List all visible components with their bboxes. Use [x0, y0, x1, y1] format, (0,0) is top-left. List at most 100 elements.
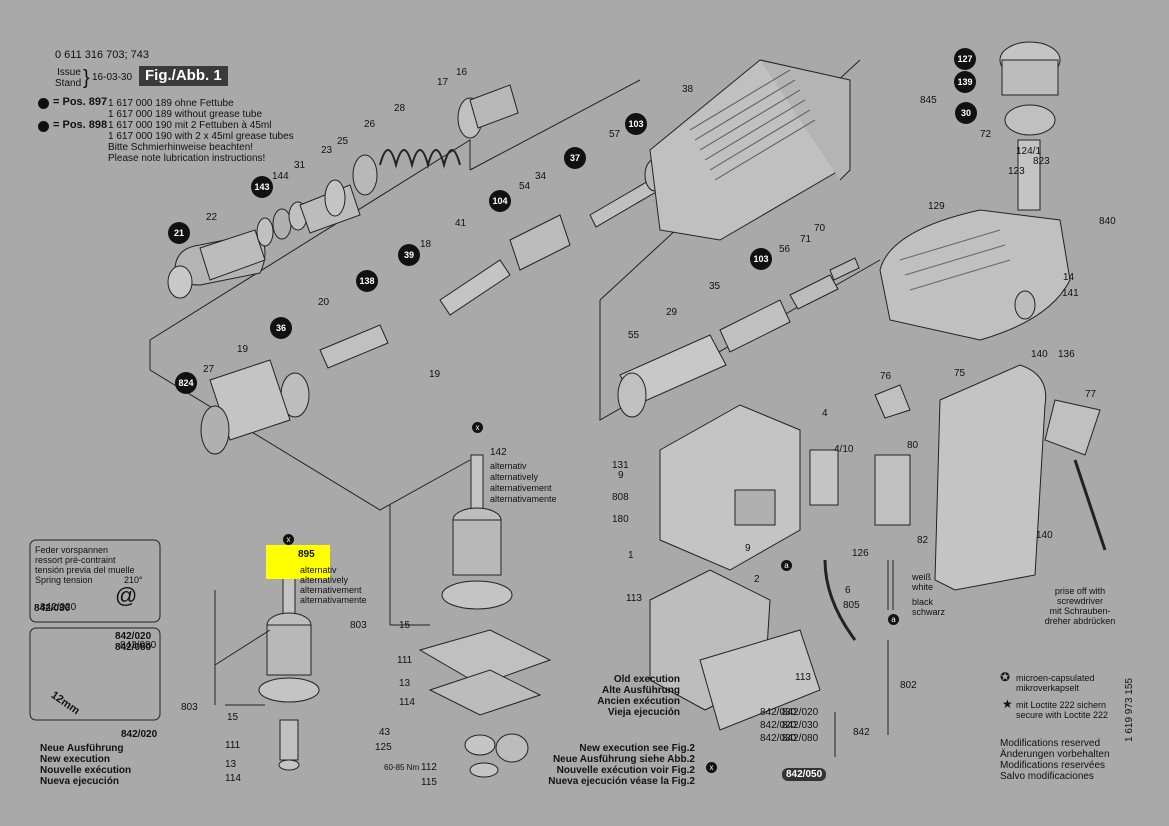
part-label: 842/020: [760, 720, 797, 731]
grease-note-line: 1 617 000 190 with 2 x 45ml grease tubes: [108, 131, 294, 142]
part-label: 1: [628, 550, 634, 561]
issue-label: Issue: [57, 67, 81, 78]
part-label: 842/020: [40, 602, 77, 613]
new-execution-left-part: 842/020: [121, 729, 158, 740]
circled-part-label: 36: [270, 317, 292, 339]
part-label: 13: [225, 759, 237, 770]
part-label: 111: [397, 655, 413, 666]
circled-part-label: 143: [251, 176, 273, 198]
figure-title: Fig./Abb. 1: [139, 66, 228, 86]
part-label: 129: [928, 201, 945, 212]
lubrication-note: Please note lubrication instructions!: [108, 153, 266, 164]
part-label: 842/030: [760, 707, 797, 718]
issue-date: 16-03-30: [92, 72, 133, 83]
part-label: 113: [795, 672, 811, 683]
part-label: 842/030: [782, 720, 819, 731]
x-marker-icon: x: [472, 422, 483, 433]
part-label: 895: [298, 549, 315, 560]
part-label: 16: [456, 67, 468, 78]
part-label: 27: [203, 364, 215, 375]
part-label: 842/020: [782, 707, 819, 718]
part-label: 131: [612, 460, 629, 471]
circled-part-label: 138: [356, 270, 378, 292]
part-label: 15: [227, 712, 239, 723]
part-label: 840: [1099, 216, 1116, 227]
part-label: 808: [612, 492, 629, 503]
part-label: 114: [399, 697, 415, 708]
part-label: 28: [394, 103, 406, 114]
part-label: 842: [853, 727, 870, 738]
part-label: 842/080: [120, 640, 157, 651]
grease-note-line: 1 617 000 189 ohne Fettube: [108, 98, 234, 109]
a-marker-icon: a: [888, 614, 899, 625]
side-number: 1 619 973 155: [1124, 678, 1135, 742]
part-label: 140: [1036, 530, 1053, 541]
grease-note-line: 1 617 000 190 mit 2 Fettuben à 45ml: [108, 120, 272, 131]
part-label: 803: [350, 620, 367, 631]
circled-part-label: 104: [489, 190, 511, 212]
part-label: 842/030: [760, 733, 797, 744]
part-label: 114: [225, 773, 241, 784]
part-label: 77: [1085, 389, 1097, 400]
circled-part-label: 103: [625, 113, 647, 135]
part-label: 124/1: [1016, 146, 1042, 157]
part-label: 111: [225, 740, 241, 751]
part-label: 842/050: [782, 768, 827, 781]
part-label: 4/10: [834, 444, 854, 455]
part-label: 6: [845, 585, 851, 596]
part-label: 29: [666, 307, 678, 318]
part-label: 19: [429, 369, 441, 380]
part-label: 54: [519, 181, 531, 192]
grease-pos-898: = Pos. 898: [53, 119, 108, 131]
part-label: 14: [1063, 272, 1075, 283]
grease-pos-897: = Pos. 897: [53, 96, 108, 108]
part-label: 123: [1008, 166, 1025, 177]
part-label: 71: [800, 234, 812, 245]
circled-part-label: 39: [398, 244, 420, 266]
part-label: 142: [490, 447, 507, 458]
part-label: 35: [709, 281, 721, 292]
torque-value: 60-85 Nm: [384, 763, 420, 772]
part-label: 140: [1031, 349, 1048, 360]
part-label: 2: [754, 574, 760, 585]
circled-part-label: 21: [168, 222, 190, 244]
part-label: 70: [814, 223, 826, 234]
part-label: 43: [379, 727, 391, 738]
part-label: 19: [237, 344, 249, 355]
part-label: 18: [420, 239, 432, 250]
circled-part-label: 103: [750, 248, 772, 270]
a-marker-icon: a: [781, 560, 792, 571]
part-label: 13: [399, 678, 411, 689]
part-label: 805: [843, 600, 860, 611]
part-label: 180: [612, 514, 629, 525]
part-label: 76: [880, 371, 892, 382]
part-label: 22: [206, 212, 218, 223]
grease-note-line: 1 617 000 189 without grease tube: [108, 109, 263, 120]
highlight-box: [266, 545, 330, 579]
spring-angle: 210°: [124, 575, 143, 585]
part-label: 9: [618, 470, 624, 481]
part-label: 823: [1033, 156, 1050, 167]
part-label: 72: [980, 129, 992, 140]
part-label: 56: [779, 244, 791, 255]
part-label: 80: [907, 440, 919, 451]
spring-part: 842/030: [34, 603, 71, 614]
part-label: 25: [337, 136, 349, 147]
lubrication-note: Bitte Schmierhinweise beachten!: [108, 142, 254, 153]
part-label: 55: [628, 330, 640, 341]
filled-dot-icon: [38, 98, 49, 109]
part-label: 15: [399, 620, 411, 631]
part-label: 112: [421, 762, 437, 773]
star-circle-icon: ✪: [1000, 670, 1011, 684]
part-label: 31: [294, 160, 306, 171]
part-label: 144: [272, 171, 289, 182]
